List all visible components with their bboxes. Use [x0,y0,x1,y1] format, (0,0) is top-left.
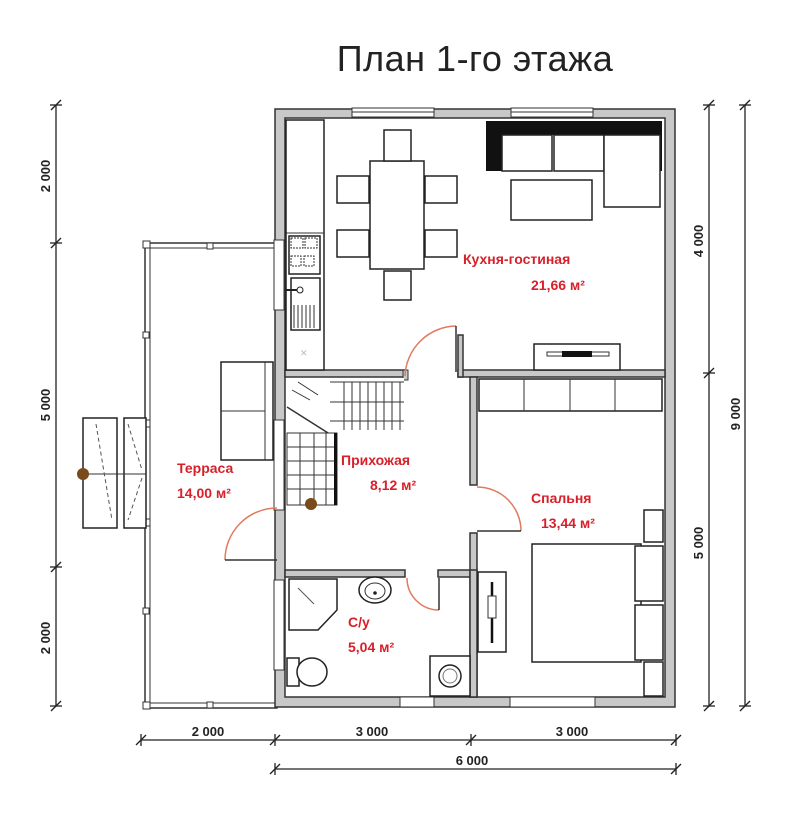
svg-text:3 000: 3 000 [356,724,389,739]
terrace-structure [77,240,278,710]
room-label-bedroom: Спальня 13,44 м² [531,490,595,531]
svg-text:С/у: С/у [348,614,370,630]
svg-text:2 000: 2 000 [192,724,225,739]
column-marker [305,498,317,510]
svg-text:21,66 м²: 21,66 м² [531,277,585,293]
column-marker [77,468,89,480]
svg-text:2 000: 2 000 [38,160,53,193]
doors [224,325,522,611]
room-label-kitchen: Кухня-гостиная 21,66 м² [463,251,585,293]
kitchen-furniture: ✕ [285,119,662,371]
svg-text:5 000: 5 000 [691,527,706,560]
svg-text:13,44 м²: 13,44 м² [541,515,595,531]
house-walls [274,108,676,708]
dimension-left: 2 000 5 000 2 000 [38,99,62,712]
svg-text:6 000: 6 000 [456,753,489,768]
windows [273,107,596,708]
svg-text:4 000: 4 000 [691,225,706,258]
svg-text:Кухня-гостиная: Кухня-гостиная [463,251,570,267]
dimension-bottom: 2 000 3 000 3 000 6 000 [135,724,682,775]
dimension-right: 4 000 5 000 9 000 [691,99,751,712]
svg-text:5 000: 5 000 [38,389,53,422]
room-label-terrace: Терраса 14,00 м² [177,460,233,501]
svg-text:✕: ✕ [300,348,308,358]
svg-text:3 000: 3 000 [556,724,589,739]
room-label-hallway: Прихожая 8,12 м² [341,452,416,493]
svg-text:Прихожая: Прихожая [341,452,410,468]
svg-text:5,04 м²: 5,04 м² [348,639,394,655]
bathroom-fixtures [286,576,471,697]
room-label-bathroom: С/у 5,04 м² [348,614,394,655]
svg-text:Спальня: Спальня [531,490,591,506]
bedroom-furniture [477,378,664,697]
svg-text:9 000: 9 000 [728,398,743,431]
plan-title: План 1-го этажа [336,38,614,79]
svg-text:8,12 м²: 8,12 м² [370,477,416,493]
staircase [286,378,404,510]
svg-text:Терраса: Терраса [177,460,233,476]
svg-text:2 000: 2 000 [38,622,53,655]
svg-text:14,00 м²: 14,00 м² [177,485,231,501]
